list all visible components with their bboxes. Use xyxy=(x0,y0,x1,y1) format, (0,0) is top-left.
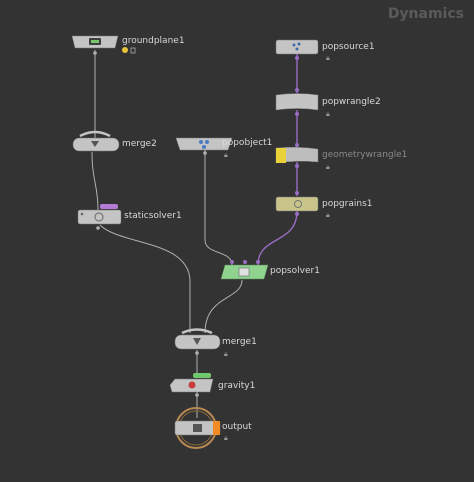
wire-dot xyxy=(295,88,299,92)
wire-dot xyxy=(195,393,199,397)
wire-dot xyxy=(96,226,100,230)
wire-dot xyxy=(295,112,299,116)
node-label-popobject: popobject1 xyxy=(222,138,273,148)
node-label-output: output xyxy=(222,422,252,432)
node-label-popsolver: popsolver1 xyxy=(270,266,320,276)
wire-dot xyxy=(195,351,199,355)
node-label-gravity: gravity1 xyxy=(218,381,256,391)
wire-staticsolver-merge1 xyxy=(99,224,191,333)
wire-popgrains-popsolver xyxy=(257,210,298,266)
wire-dot xyxy=(93,51,97,55)
lock-icon: 🔒︎ xyxy=(326,110,330,118)
wire-dot xyxy=(295,191,299,195)
node-label-popwrangle: popwrangle2 xyxy=(322,97,381,107)
lock-icon: 🔒︎ xyxy=(326,211,330,219)
node-output[interactable] xyxy=(174,407,221,449)
wire-popobject-popsolver xyxy=(204,150,233,266)
lock-icon: 🔒︎ xyxy=(224,151,228,159)
node-label-popsource: popsource1 xyxy=(322,42,375,52)
node-label-staticsolver: staticsolver1 xyxy=(124,211,182,221)
wire-dot xyxy=(203,151,207,155)
display-flag-icon xyxy=(122,47,136,54)
wire-merge2-staticsolver xyxy=(91,151,99,211)
node-geometrywrangle[interactable] xyxy=(275,146,319,164)
node-groundplane[interactable] xyxy=(71,35,119,49)
lock-icon: 🔒︎ xyxy=(224,350,228,358)
node-popsolver[interactable] xyxy=(220,260,269,280)
wire-dot xyxy=(295,212,299,216)
node-gravity[interactable] xyxy=(169,373,214,393)
node-label-geometrywrangle: geometrywrangle1 xyxy=(322,150,408,160)
node-merge1[interactable] xyxy=(174,328,221,350)
node-popobject[interactable] xyxy=(175,137,233,151)
node-label-merge2: merge2 xyxy=(122,139,157,149)
node-popwrangle[interactable] xyxy=(275,93,319,111)
node-popgrains[interactable] xyxy=(275,196,319,212)
node-merge2[interactable] xyxy=(72,130,120,152)
node-label-popgrains: popgrains1 xyxy=(322,199,373,209)
network-context-title: Dynamics xyxy=(387,6,464,22)
wire-dot xyxy=(295,164,299,168)
wire-dot xyxy=(295,56,299,60)
node-popsource[interactable] xyxy=(275,39,319,55)
lock-icon: 🔒︎ xyxy=(326,54,330,62)
node-label-groundplane: groundplane1 xyxy=(122,36,185,46)
lock-icon: 🔒︎ xyxy=(326,163,330,171)
wire-popsolver-merge1 xyxy=(204,279,243,334)
lock-icon: 🔒︎ xyxy=(224,434,228,442)
wire-dot xyxy=(295,143,299,147)
node-staticsolver[interactable] xyxy=(77,204,122,225)
node-label-merge1: merge1 xyxy=(222,337,257,347)
